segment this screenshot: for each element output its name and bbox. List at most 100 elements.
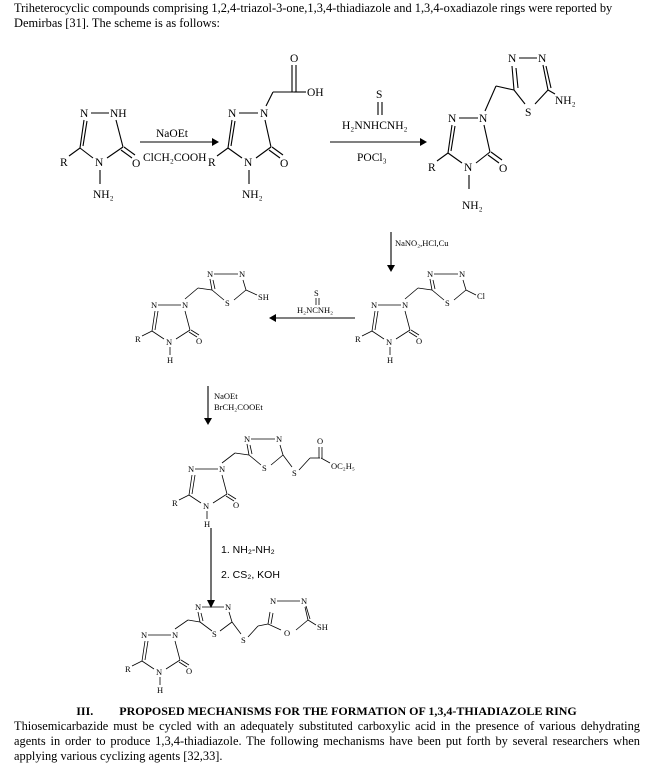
atom-s: S <box>292 468 297 478</box>
atom-n: N <box>195 602 201 612</box>
compound-mercaptothiadiazolyl-triazolone: N N N O R H N N S SH <box>135 269 269 365</box>
atom-n: N <box>228 108 237 120</box>
reaction-arrow-3: NaNO₂,HCl,Cu <box>387 232 449 272</box>
reagent-sandmeyer: NaNO₂,HCl,Cu <box>395 238 449 248</box>
atom-n: N <box>207 269 213 279</box>
atom-n: N <box>479 113 488 125</box>
atom-n: N <box>427 269 433 279</box>
atom-oh: OH <box>307 87 324 99</box>
atom-n: N <box>182 300 188 310</box>
atom-n4: N <box>386 337 392 347</box>
section-number: III. <box>76 704 94 718</box>
atom-nh2: NH₂ <box>462 200 483 212</box>
atom-s: S <box>241 635 246 645</box>
atom-n: N <box>239 269 245 279</box>
atom-o: O <box>186 666 192 676</box>
atom-n: N <box>448 113 457 125</box>
reaction-arrow-2: S H₂NNHCNH₂ POCl₃ <box>330 89 427 164</box>
atom-n: N <box>508 53 517 65</box>
atom-o: O <box>290 53 298 65</box>
reagent-pocl3: POCl₃ <box>357 152 387 164</box>
compound-triazolone-acetic-acid: N N N O R NH₂ O OH <box>208 53 324 201</box>
atom-nh2: NH₂ <box>242 189 263 201</box>
compound-aminotriazolone: N NH N O R NH₂ <box>60 108 140 201</box>
atom-n4: N <box>203 501 209 511</box>
atom-h: H <box>167 355 173 365</box>
compound-thioacetate-ester: N N N O R H N N S S O OC₂H₅ <box>172 434 355 529</box>
atom-n: N <box>172 630 178 640</box>
atom-s: S <box>525 107 531 119</box>
atom-o: O <box>416 336 422 346</box>
reaction-arrow-5: NaOEt BrCH₂COOEt <box>204 386 263 425</box>
intro-paragraph: Triheterocyclic compounds comprising 1,2… <box>14 1 613 30</box>
reagent-hydrazine: 1. NH₂-NH₂ <box>221 544 275 556</box>
atom-r: R <box>428 162 436 174</box>
atom-n: N <box>80 108 89 120</box>
atom-n: N <box>188 464 194 474</box>
atom-nh2: NH₂ <box>555 95 576 107</box>
atom-nh: NH <box>110 108 127 120</box>
body-paragraph: Thiosemicarbazide must be cycled with an… <box>14 719 640 763</box>
compound-aminothiadiazolyl-triazolone: N N N O R NH₂ N N S NH₂ <box>428 53 576 212</box>
atom-o: O <box>196 336 202 346</box>
reaction-arrow-1: NaOEt ClCH₂COOH <box>140 128 219 164</box>
reaction-arrow-4: S H₂NCNH₂ <box>269 288 355 322</box>
atom-r: R <box>355 334 361 344</box>
atom-n: N <box>225 602 231 612</box>
atom-h: H <box>157 685 163 695</box>
compound-chlorothiadiazolyl-triazolone: N N N O R H N N S Cl <box>355 269 486 365</box>
atom-o: O <box>499 163 507 175</box>
reagent-thiosemicarbazide: H₂NNHCNH₂ <box>342 120 408 132</box>
atom-sh: SH <box>258 292 269 302</box>
atom-o: O <box>132 158 140 170</box>
atom-o: O <box>280 158 288 170</box>
atom-s: S <box>262 463 267 473</box>
atom-o: O <box>284 628 290 638</box>
reagent-thiourea: H₂NCNH₂ <box>297 305 333 315</box>
section-title: PROPOSED MECHANISMS FOR THE FORMATION OF… <box>119 704 577 718</box>
atom-n: N <box>219 464 225 474</box>
atom-n: N <box>402 300 408 310</box>
atom-sh: SH <box>317 622 328 632</box>
atom-o: O <box>317 436 323 446</box>
atom-n: N <box>151 300 157 310</box>
atom-s: S <box>225 298 230 308</box>
compound-final-triheterocycle: N N N O R H N N S S N N <box>125 596 328 695</box>
atom-n4: N <box>95 157 104 169</box>
atom-n4: N <box>156 667 162 677</box>
atom-o: O <box>233 500 239 510</box>
section-heading: III. PROPOSED MECHANISMS FOR THE FORMATIO… <box>0 704 653 719</box>
atom-h: H <box>204 519 210 529</box>
reaction-scheme: N NH N O R NH₂ NaOEt ClCH₂COOH N N N <box>60 53 576 695</box>
atom-n: N <box>371 300 377 310</box>
atom-n: N <box>141 630 147 640</box>
atom-r: R <box>172 498 178 508</box>
reagent-ethyl-bromoacetate: BrCH₂COOEt <box>214 402 263 412</box>
atom-r: R <box>208 157 216 169</box>
atom-s: S <box>212 629 217 639</box>
atom-r: R <box>125 664 131 674</box>
atom-n4: N <box>244 157 253 169</box>
atom-h: H <box>387 355 393 365</box>
atom-n: N <box>538 53 547 65</box>
atom-n: N <box>244 434 250 444</box>
reagent-chloroacetic-acid: ClCH₂COOH <box>143 152 206 164</box>
reagent-naoet: NaOEt <box>214 391 238 401</box>
atom-n: N <box>276 434 282 444</box>
atom-n4: N <box>464 162 473 174</box>
atom-n4: N <box>166 337 172 347</box>
reaction-arrow-6: 1. NH₂-NH₂ 2. CS₂, KOH <box>207 528 280 608</box>
atom-nh2: NH₂ <box>93 189 114 201</box>
atom-r: R <box>135 334 141 344</box>
reagent-cs2-koh: 2. CS₂, KOH <box>221 569 280 581</box>
atom-oc2h5: OC₂H₅ <box>331 461 355 471</box>
reagent-sulfur: S <box>314 288 319 298</box>
atom-s: S <box>445 298 450 308</box>
atom-cl: Cl <box>477 291 486 301</box>
reagent-sulfur: S <box>376 89 382 101</box>
atom-n: N <box>260 108 269 120</box>
atom-n: N <box>270 596 276 606</box>
reagent-naoet: NaOEt <box>156 128 189 140</box>
atom-r: R <box>60 157 68 169</box>
atom-n: N <box>301 596 307 606</box>
